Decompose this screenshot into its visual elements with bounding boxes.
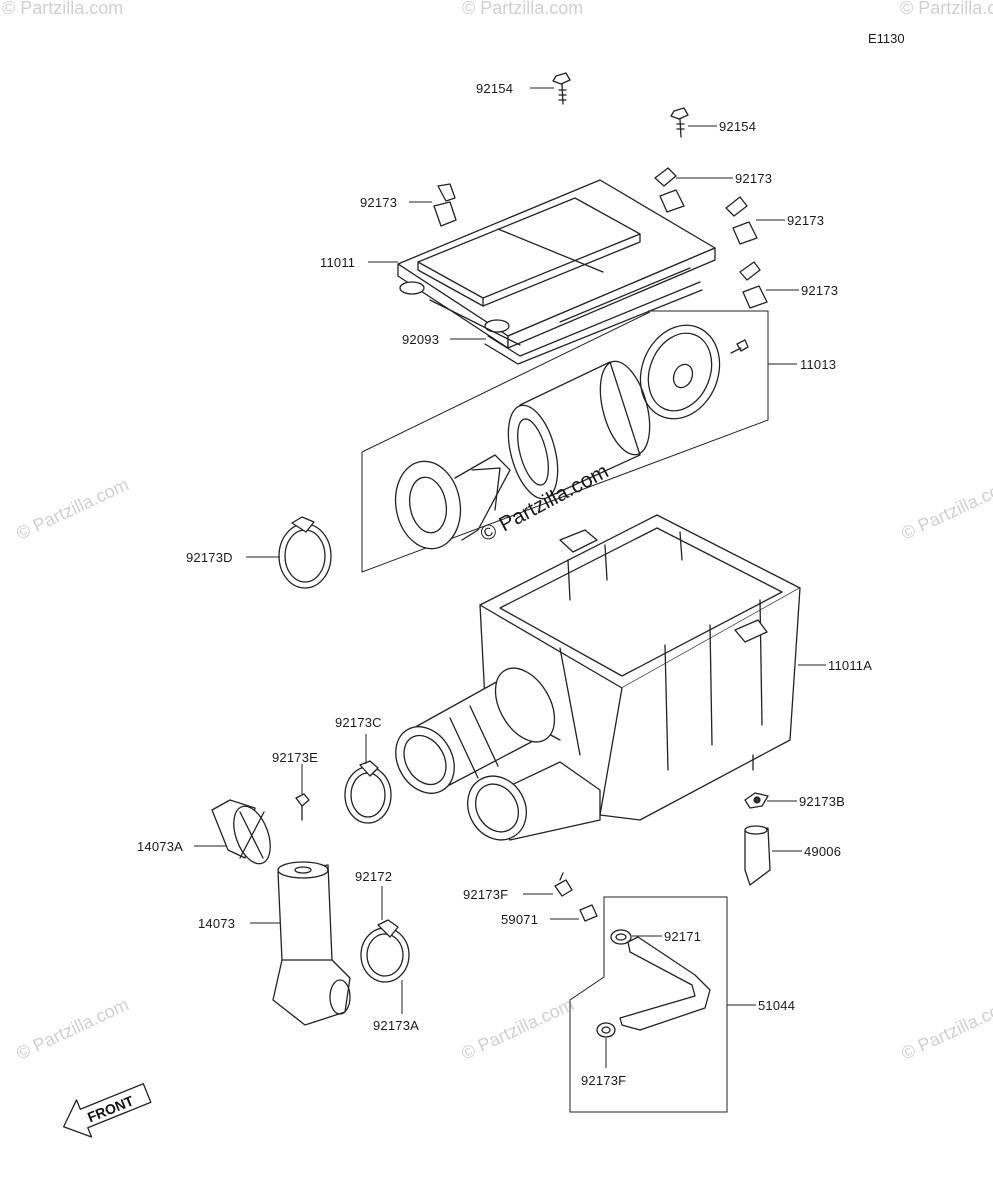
label-92173B: 92173B	[799, 794, 845, 809]
filter-end-plate	[639, 324, 721, 420]
watermark: © Partzilla.com	[462, 0, 583, 18]
watermark: © Partzilla.com	[900, 0, 993, 18]
label-11013: 11013	[800, 357, 836, 372]
clamp-92173F-b	[596, 1022, 616, 1038]
filter-cage	[394, 454, 511, 550]
label-92173D: 92173D	[186, 550, 233, 565]
bolt-92154-top	[552, 72, 571, 105]
label-92154-right: 92154	[719, 119, 756, 134]
intake-duct-lower	[467, 761, 601, 841]
filter-element	[507, 360, 651, 500]
label-51044: 51044	[758, 998, 795, 1013]
breather-hose-51044	[619, 936, 711, 1031]
filter-kit-frame-11013	[361, 310, 769, 573]
label-92173-left: 92173	[360, 195, 397, 210]
drain-tube-49006	[744, 825, 771, 886]
clamp-92172	[360, 919, 410, 983]
diagram-code: E1130	[868, 31, 905, 46]
clamp-92173D	[278, 516, 332, 589]
label-92171: 92171	[664, 929, 701, 944]
watermark: © Partzilla.com	[13, 474, 131, 543]
label-92173A: 92173A	[373, 1018, 419, 1033]
clamp-92171	[610, 929, 632, 945]
label-14073A: 14073A	[137, 839, 183, 854]
hose-kit-frame-51044	[569, 896, 728, 1113]
label-92173F-a: 92173F	[463, 887, 508, 902]
clip-92173-r2	[725, 196, 758, 245]
front-arrow: FRONT	[62, 1083, 152, 1138]
label-92154-top: 92154	[476, 81, 513, 96]
label-92173-r1: 92173	[735, 171, 772, 186]
label-11011A: 11011A	[828, 658, 872, 673]
intake-duct-upper	[395, 667, 556, 794]
clamp-92173C	[344, 760, 392, 824]
valve-59071	[579, 904, 598, 922]
screw-92173E	[295, 793, 310, 821]
label-49006: 49006	[804, 844, 841, 859]
clip-92173-r1	[654, 167, 685, 213]
clip-92173F-a	[554, 872, 573, 897]
label-92173-r3: 92173	[801, 283, 838, 298]
label-92173C: 92173C	[335, 715, 382, 730]
watermark: © Partzilla.com	[458, 994, 576, 1063]
watermark: © Partzilla.com	[13, 994, 131, 1063]
label-92173-r2: 92173	[787, 213, 824, 228]
label-14073: 14073	[198, 916, 235, 931]
clip-92173B	[744, 792, 769, 809]
clip-92173-r3	[739, 261, 768, 309]
airbox-cover-11011	[397, 179, 716, 349]
duct-cap-14073A	[211, 799, 271, 865]
label-92093: 92093	[402, 332, 439, 347]
clip-92173-left	[433, 183, 457, 227]
label-11011: 11011	[320, 255, 355, 270]
watermark: © Partzilla.com	[898, 994, 993, 1063]
airbox-case-11011A	[479, 514, 801, 821]
watermark: © Partzilla.com	[898, 474, 993, 543]
label-92173E: 92173E	[272, 750, 318, 765]
label-92172: 92172	[355, 869, 392, 884]
gasket-92093	[484, 281, 703, 365]
inlet-duct-14073	[272, 861, 351, 1026]
label-59071: 59071	[501, 912, 538, 927]
filter-screw	[730, 339, 749, 354]
bolt-92154-right	[670, 107, 689, 138]
label-92173F-b: 92173F	[581, 1073, 626, 1088]
watermark: © Partzilla.com	[2, 0, 123, 18]
